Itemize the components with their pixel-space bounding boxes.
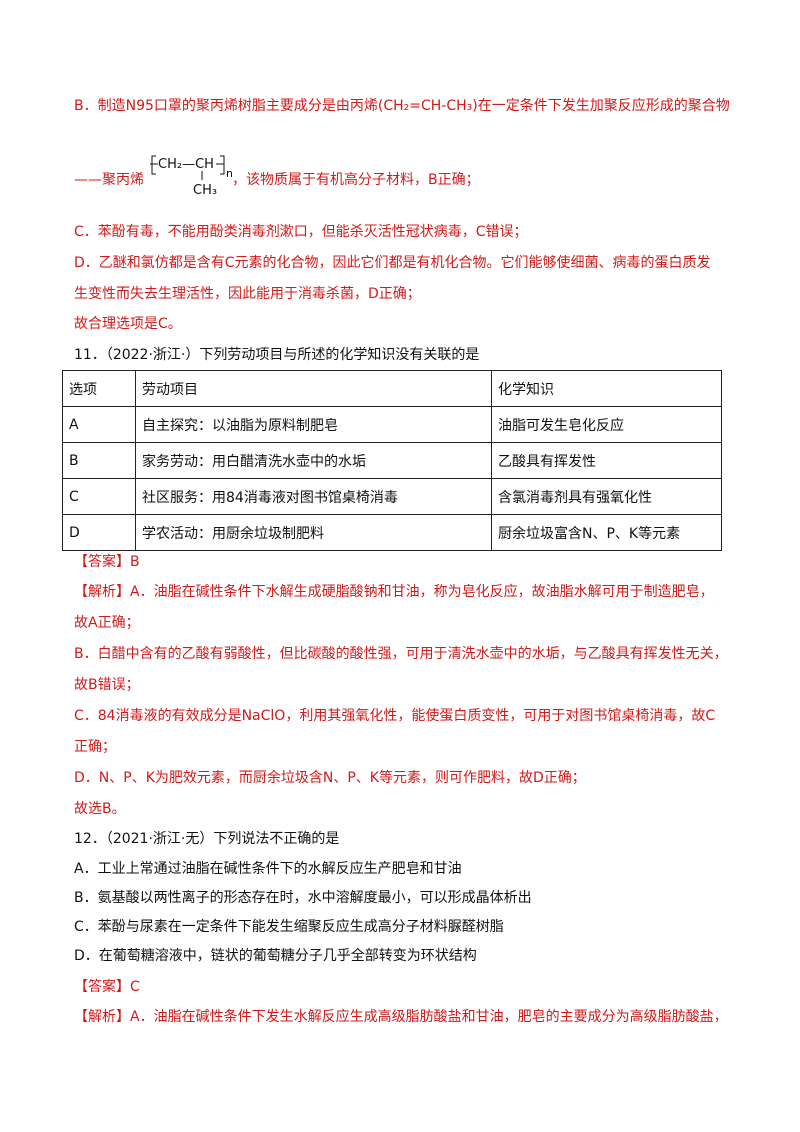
table-cell: 厨余垃圾富含N、P、K等元素 (491, 514, 722, 551)
polypropylene-formula-row: ——聚丙烯 CH₂—CH n CH₃ ，该物质属于有机高分子材料，B正确； (74, 150, 574, 200)
table-cell: 家务劳动：用白醋清洗水壶中的水垢 (135, 442, 492, 479)
left-bracket (151, 155, 156, 175)
q12-option-b: B．氨基酸以两性离子的形态存在时，水中溶解度最小，可以形成晶体析出 (74, 890, 532, 906)
table-cell: D (62, 514, 136, 551)
q12-option-c: C．苯酚与尿素在一定条件下能发生缩聚反应生成高分子材料脲醛树脂 (74, 919, 504, 935)
polymer-n: n (226, 167, 233, 180)
table-row: A 自主探究：以油脂为原料制肥皂 油脂可发生皂化反应 (62, 406, 722, 443)
header-cell: 选项 (62, 370, 136, 407)
option-c-line: C．苯酚有毒，不能用酚类消毒剂漱口，但能杀灭活性冠状病毒，C错误； (74, 224, 528, 240)
q11-analysis-line: 【解析】A．油脂在碱性条件下水解生成硬脂酸钠和甘油，称为皂化反应，故油脂水解可用… (74, 584, 714, 600)
right-bracket (220, 155, 225, 175)
table-cell: B (62, 442, 136, 479)
q11-analysis-line: 故A正确； (74, 615, 140, 631)
q12-stem: 12．（2021·浙江·无）下列说法不正确的是 (74, 831, 340, 847)
formula-prefix: ——聚丙烯 (74, 172, 144, 188)
table-cell: 乙酸具有挥发性 (491, 442, 722, 479)
q12-option-d: D．在葡萄糖溶液中，链状的葡萄糖分子几乎全部转变为环状结构 (74, 948, 477, 964)
q11-answer: 【答案】B (74, 554, 140, 570)
table-header-row: 选项 劳动项目 化学知识 (62, 370, 722, 407)
q12-analysis-line: 【解析】A．油脂在碱性条件下发生水解反应生成高级脂肪酸盐和甘油，肥皂的主要成分为… (74, 1009, 728, 1025)
q11-analysis-line: D．N、P、K为肥效元素，而厨余垃圾含N、P、K等元素，则可作肥料，故D正确； (74, 770, 586, 786)
polypropylene-structure: CH₂—CH n CH₃ (150, 155, 233, 198)
q11-stem: 11．（2022·浙江·）下列劳动项目与所述的化学知识没有关联的是 (74, 347, 480, 363)
formula-methyl: CH₃ (193, 183, 217, 198)
table-cell: 自主探究：以油脂为原料制肥皂 (135, 406, 492, 443)
table-cell: 油脂可发生皂化反应 (491, 406, 722, 443)
formula-suffix: ，该物质属于有机高分子材料，B正确； (232, 172, 480, 188)
q11-analysis-line: B．白醋中含有的乙酸有弱酸性，但比碳酸的酸性强，可用于清洗水壶中的水垢，与乙酸具… (74, 646, 728, 662)
table-cell: 社区服务：用84消毒液对图书馆桌椅消毒 (135, 478, 492, 515)
q11-table: 选项 劳动项目 化学知识 A 自主探究：以油脂为原料制肥皂 油脂可发生皂化反应 … (62, 370, 722, 551)
option-d-line-2: 生变性而失去生理活性，因此能用于消毒杀菌，D正确； (74, 286, 421, 302)
q11-analysis-line: 正确； (74, 739, 116, 755)
formula-main-text: CH₂—CH (158, 157, 214, 172)
q11-analysis-line: C．84消毒液的有效成分是NaClO，利用其强氧化性，能使蛋白质变性，可用于对图… (74, 708, 716, 724)
q12-answer: 【答案】C (74, 979, 140, 995)
table-row: D 学农活动：用厨余垃圾制肥料 厨余垃圾富含N、P、K等元素 (62, 514, 722, 551)
header-cell: 劳动项目 (135, 370, 492, 407)
option-d-line-1: D．乙醚和氯仿都是含有C元素的化合物，因此它们都是有机化合物。它们能够使细菌、病… (74, 255, 711, 271)
q10-conclusion: 故合理选项是C。 (74, 316, 182, 332)
q12-option-a: A．工业上常通过油脂在碱性条件下的水解反应生产肥皂和甘油 (74, 861, 462, 877)
q11-analysis-line: 故B错误； (74, 677, 140, 693)
table-cell: C (62, 478, 136, 515)
table-cell: A (62, 406, 136, 443)
q11-analysis-line: 故选B。 (74, 801, 126, 817)
table-cell: 含氯消毒剂具有强氧化性 (491, 478, 722, 515)
header-cell: 化学知识 (491, 370, 722, 407)
table-row: B 家务劳动：用白醋清洗水壶中的水垢 乙酸具有挥发性 (62, 442, 722, 479)
table-row: C 社区服务：用84消毒液对图书馆桌椅消毒 含氯消毒剂具有强氧化性 (62, 478, 722, 515)
table-cell: 学农活动：用厨余垃圾制肥料 (135, 514, 492, 551)
option-b-line: B．制造N95口罩的聚丙烯树脂主要成分是由丙烯(CH₂=CH-CH₃)在一定条件… (74, 98, 730, 114)
